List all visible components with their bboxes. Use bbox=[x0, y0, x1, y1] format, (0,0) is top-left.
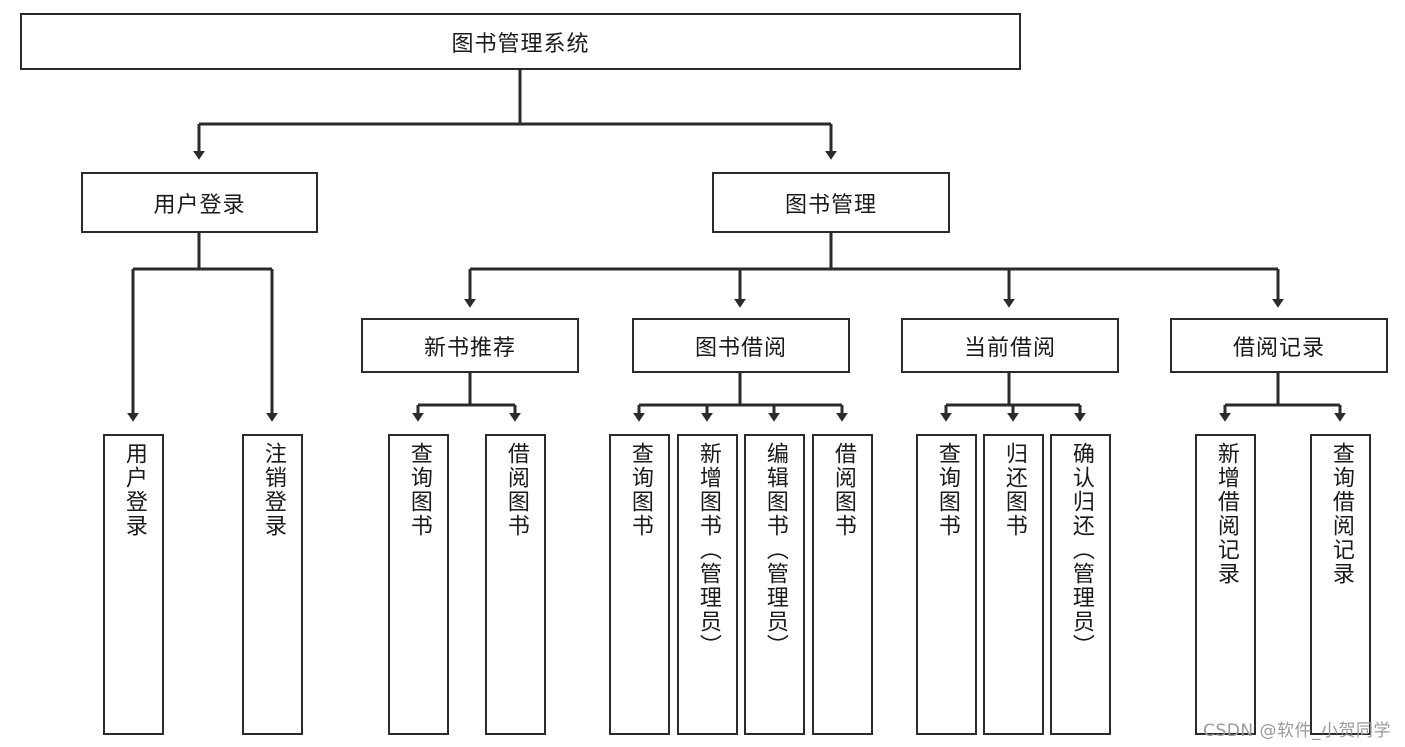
node-current-borrow-label: 当前借阅 bbox=[963, 335, 1056, 361]
node-new-book-recommend-label: 新书推荐 bbox=[423, 335, 516, 361]
node-leaf-confirm-return[interactable]: 确认归还（管理员） bbox=[1050, 434, 1111, 735]
node-book-management[interactable]: 图书管理 bbox=[712, 172, 950, 233]
node-borrow-record-label: 借阅记录 bbox=[1232, 335, 1325, 361]
node-leaf-borrow-book-2-label: 借阅图书 bbox=[830, 442, 856, 538]
node-user-login[interactable]: 用户登录 bbox=[81, 172, 318, 233]
node-leaf-user-login[interactable]: 用户登录 bbox=[103, 434, 164, 735]
node-leaf-edit-book-label: 编辑图书（管理员） bbox=[762, 442, 788, 658]
node-book-borrow-label: 图书借阅 bbox=[694, 335, 787, 361]
node-leaf-query-book-3-label: 查询图书 bbox=[934, 442, 960, 538]
node-book-borrow[interactable]: 图书借阅 bbox=[632, 318, 850, 373]
node-leaf-query-book-1-label: 查询图书 bbox=[406, 442, 432, 538]
node-leaf-edit-book[interactable]: 编辑图书（管理员） bbox=[744, 434, 805, 735]
node-leaf-borrow-book-2[interactable]: 借阅图书 bbox=[812, 434, 873, 735]
node-leaf-query-book-1[interactable]: 查询图书 bbox=[388, 434, 449, 735]
node-leaf-add-book-label: 新增图书（管理员） bbox=[695, 442, 721, 658]
node-leaf-user-login-label: 用户登录 bbox=[121, 442, 147, 538]
node-leaf-logout-login-label: 注销登录 bbox=[260, 442, 286, 538]
node-leaf-add-book[interactable]: 新增图书（管理员） bbox=[677, 434, 738, 735]
node-leaf-add-record[interactable]: 新增借阅记录 bbox=[1195, 434, 1256, 735]
node-leaf-return-book-label: 归还图书 bbox=[1001, 442, 1027, 538]
node-leaf-query-book-2-label: 查询图书 bbox=[627, 442, 653, 538]
node-current-borrow[interactable]: 当前借阅 bbox=[901, 318, 1119, 373]
node-user-login-label: 用户登录 bbox=[153, 192, 246, 218]
node-leaf-query-book-3[interactable]: 查询图书 bbox=[916, 434, 977, 735]
node-leaf-return-book[interactable]: 归还图书 bbox=[983, 434, 1044, 735]
node-new-book-recommend[interactable]: 新书推荐 bbox=[361, 318, 579, 373]
node-root-label: 图书管理系统 bbox=[451, 31, 590, 57]
node-leaf-add-record-label: 新增借阅记录 bbox=[1213, 442, 1239, 586]
node-root[interactable]: 图书管理系统 bbox=[20, 13, 1021, 70]
node-leaf-query-record[interactable]: 查询借阅记录 bbox=[1310, 434, 1371, 735]
node-leaf-borrow-book-1[interactable]: 借阅图书 bbox=[485, 434, 546, 735]
node-leaf-borrow-book-1-label: 借阅图书 bbox=[503, 442, 529, 538]
node-leaf-query-record-label: 查询借阅记录 bbox=[1328, 442, 1354, 586]
node-leaf-logout-login[interactable]: 注销登录 bbox=[242, 434, 303, 735]
node-book-management-label: 图书管理 bbox=[784, 192, 877, 218]
node-leaf-confirm-return-label: 确认归还（管理员） bbox=[1068, 442, 1094, 658]
node-borrow-record[interactable]: 借阅记录 bbox=[1170, 318, 1388, 373]
node-leaf-query-book-2[interactable]: 查询图书 bbox=[609, 434, 670, 735]
